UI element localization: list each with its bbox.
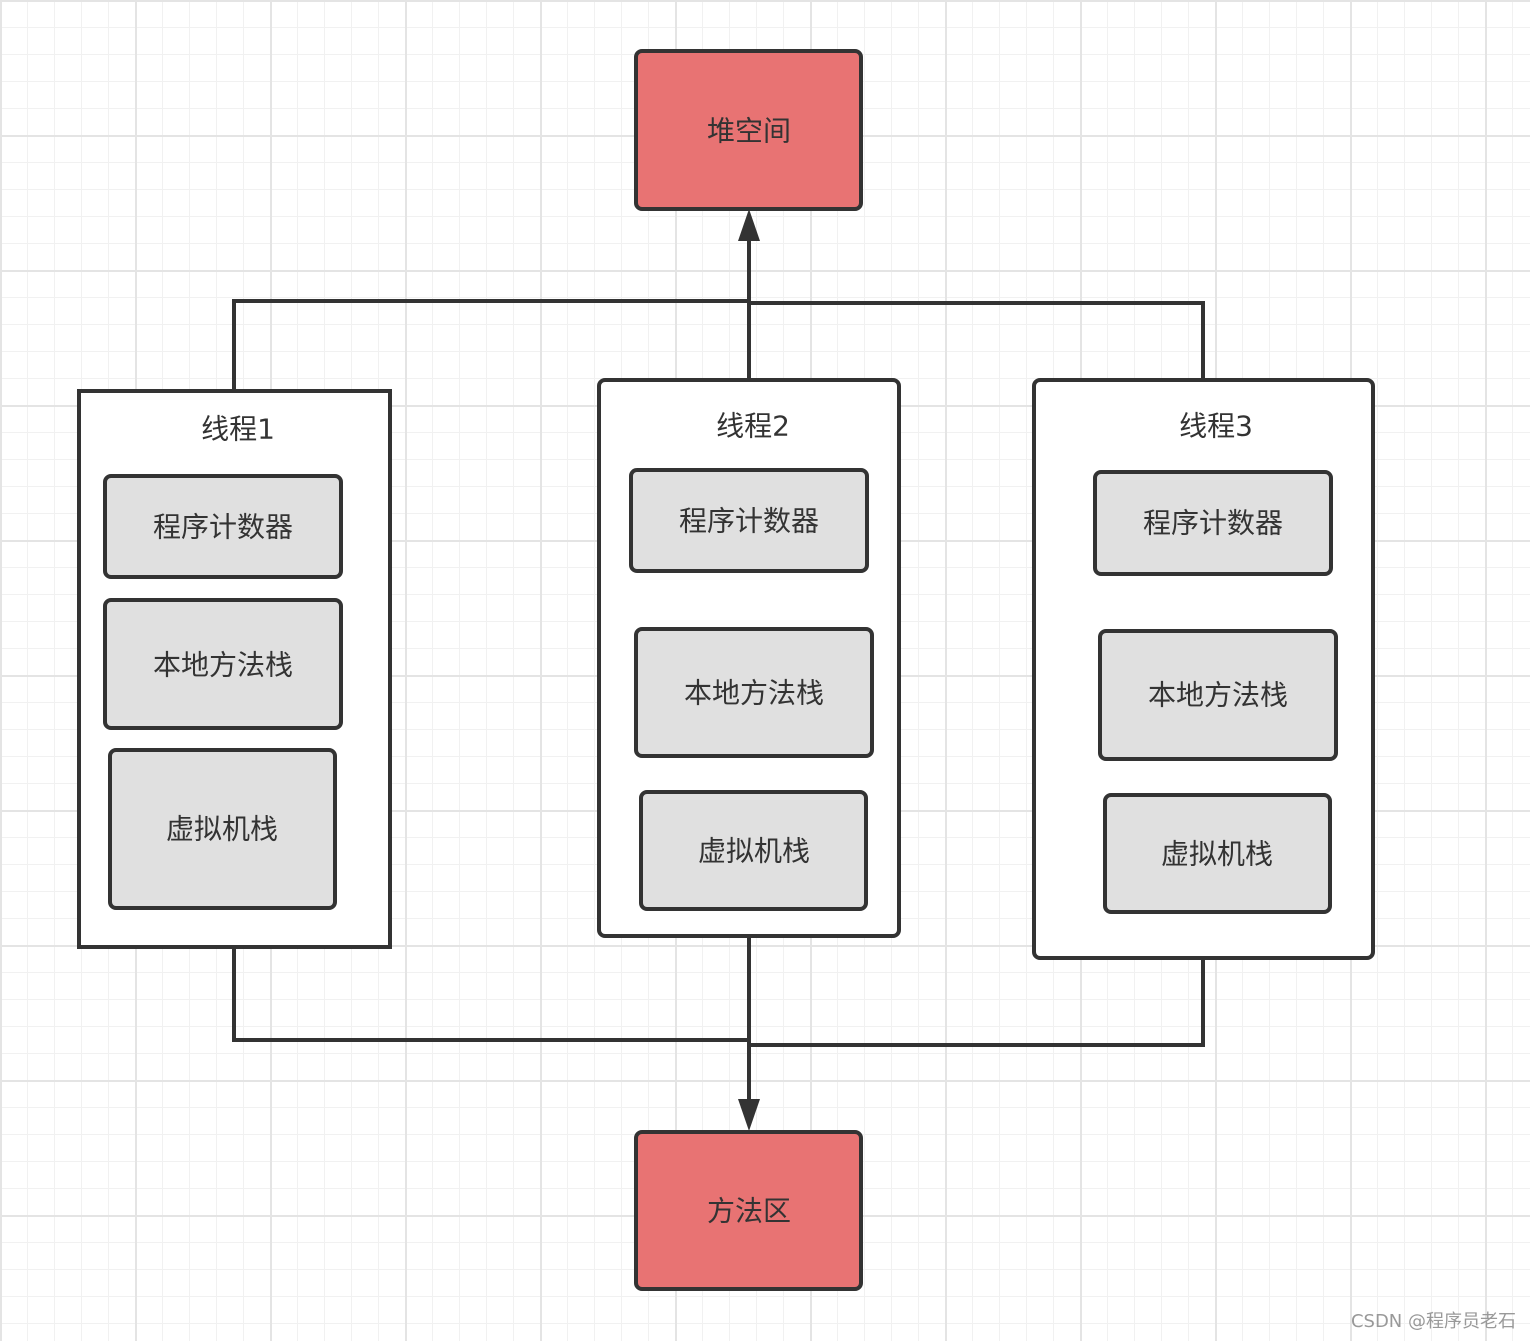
thread-2[interactable]: 线程2 程序计数器 本地方法栈 虚拟机栈 [597,378,901,938]
method-area-label: 方法区 [707,1195,791,1228]
thread-3-native-method-stack-box[interactable] [1098,629,1338,761]
heap-connectors [232,209,1205,390]
method-area-node[interactable]: 方法区 [634,1130,863,1291]
thread-3-vm-stack-label: 虚拟机栈 [1161,838,1273,871]
thread-3-program-counter-label: 程序计数器 [1143,507,1283,540]
thread-2-native-method-stack-label: 本地方法栈 [684,677,824,710]
heap-space-label: 堆空间 [707,115,791,148]
thread-2-program-counter-label: 程序计数器 [679,505,819,538]
thread-1-native-method-stack-label: 本地方法栈 [153,649,293,682]
thread-2-title: 线程2 [716,410,790,443]
method-area-box[interactable] [634,1130,863,1291]
thread-2-vm-stack-label: 虚拟机栈 [698,835,810,868]
heap-arrowhead [738,209,760,241]
connector-thread1-heap [232,299,749,390]
thread-3-native-method-stack-label: 本地方法栈 [1148,679,1288,712]
method-area-arrowhead [738,1099,760,1131]
thread-3-title: 线程3 [1179,410,1253,443]
thread-1[interactable]: 线程1 程序计数器 本地方法栈 虚拟机栈 [77,389,392,949]
thread-1-native-method-stack-box[interactable] [103,598,343,730]
heap-space-node[interactable]: 堆空间 [634,49,863,211]
connector-thread3-method-area [749,959,1205,1047]
thread-3-vm-stack-box[interactable] [1103,793,1332,914]
method-area-connectors [232,937,1205,1131]
thread-1-title: 线程1 [201,413,275,446]
watermark-text: CSDN @程序员老石 [1350,1311,1516,1332]
connector-thread1-method-area [232,948,749,1042]
connector-thread3-heap [749,301,1205,379]
thread-3-program-counter-box[interactable] [1093,470,1333,576]
thread-2-program-counter-box[interactable] [629,468,869,573]
thread-3[interactable]: 线程3 程序计数器 本地方法栈 虚拟机栈 [1032,378,1375,960]
thread-1-vm-stack-label: 虚拟机栈 [166,813,278,846]
heap-space-box[interactable] [634,49,863,211]
thread-1-program-counter-label: 程序计数器 [153,511,293,544]
thread-2-native-method-stack-box[interactable] [634,627,874,758]
thread-2-vm-stack-box[interactable] [639,790,868,911]
thread-1-program-counter-box[interactable] [103,474,343,579]
thread-1-vm-stack-box[interactable] [108,748,337,910]
